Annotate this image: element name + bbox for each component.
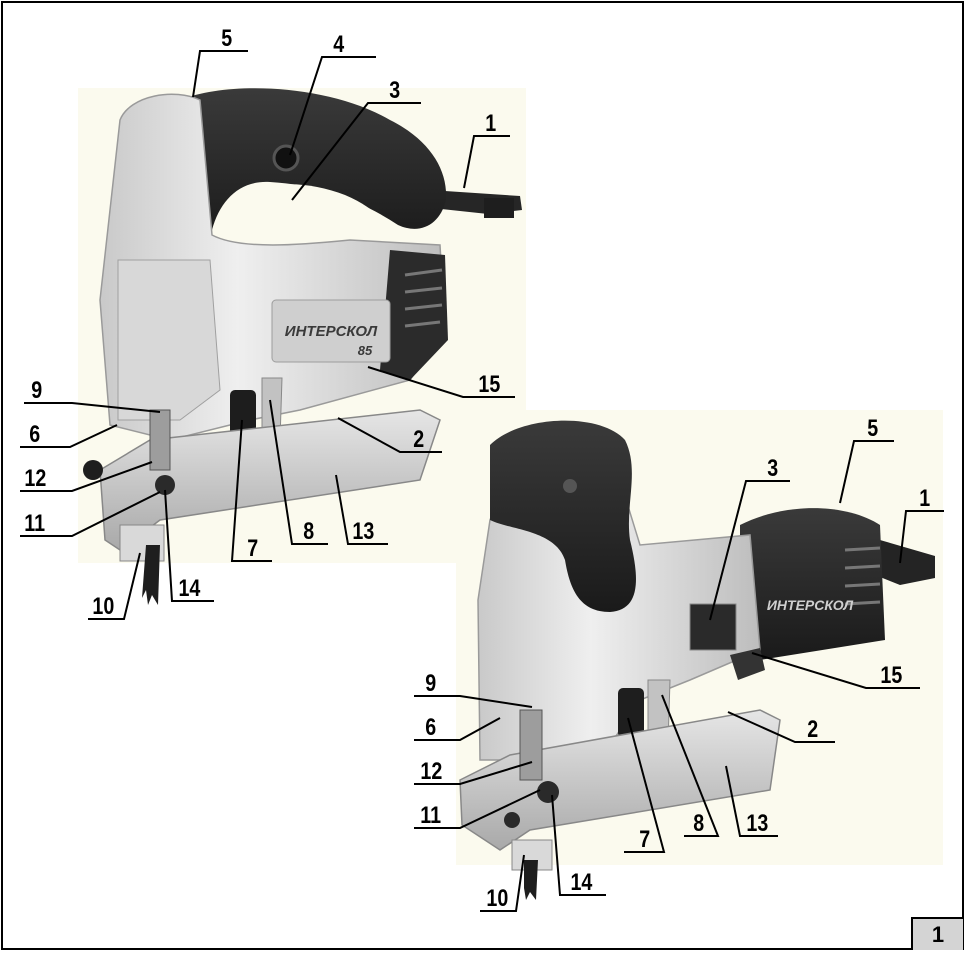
right-callout: 5 (867, 414, 878, 441)
left-callout: 7 (247, 534, 258, 561)
left-callout: 11 (24, 509, 45, 536)
right-power-cord (875, 540, 935, 585)
right-callout: 14 (570, 868, 593, 895)
left-blade-guard (119, 524, 165, 562)
right-callout: 10 (486, 884, 508, 911)
left-model-text: 85 (358, 343, 373, 358)
left-pendulum-lever (230, 390, 256, 436)
left-motor-vents (380, 250, 448, 380)
right-roller (537, 781, 559, 803)
right-callout: 8 (693, 809, 704, 836)
right-callout: 7 (639, 825, 650, 852)
left-callout: 3 (389, 76, 400, 103)
left-saw-blade (142, 545, 160, 605)
left-callout: 1 (485, 109, 496, 136)
right-brand-text: ИНТЕРСКОЛ (767, 597, 854, 613)
left-callouts: 5 4 3 1 9 6 12 11 10 14 7 8 13 2 15 (24, 24, 500, 619)
right-base-plate (459, 709, 781, 851)
left-base-plate (99, 409, 441, 551)
left-callout: 5 (221, 24, 232, 51)
right-grip-screw (563, 479, 577, 493)
left-brand-text: ИНТЕРСКОЛ (285, 323, 378, 340)
left-callout: 13 (352, 517, 374, 544)
right-callout: 13 (746, 809, 768, 836)
left-front-cover (117, 259, 221, 421)
left-callout: 10 (92, 592, 114, 619)
left-callout: 15 (478, 370, 500, 397)
left-callout: 12 (24, 464, 46, 491)
right-motor-housing (740, 508, 885, 660)
right-plunger (519, 709, 543, 781)
right-callout: 12 (420, 757, 442, 784)
left-jigsaw: ИНТЕРСКОЛ 85 (78, 88, 526, 605)
left-brand-plate (271, 299, 391, 363)
right-callout: 6 (425, 713, 436, 740)
right-speed-wheel (730, 648, 765, 680)
right-callout: 2 (807, 715, 818, 742)
right-callout: 9 (425, 669, 436, 696)
right-callout: 11 (420, 801, 441, 828)
right-callout: 1 (919, 484, 930, 511)
left-lock-button (272, 144, 300, 172)
left-roller (155, 475, 175, 495)
right-saw-blade (524, 860, 538, 900)
right-barrel-grip (490, 420, 636, 612)
left-callout: 6 (29, 420, 40, 447)
right-callouts: 3 5 1 15 2 9 6 12 11 7 8 13 10 14 (420, 414, 930, 911)
left-callout: 9 (31, 376, 42, 403)
right-pendulum-lever (618, 688, 644, 738)
left-callout: 4 (333, 30, 345, 57)
leader-lines (20, 50, 944, 912)
left-callout: 14 (178, 574, 201, 601)
left-handle-grip (180, 88, 447, 245)
right-callout: 3 (767, 454, 778, 481)
left-callout: 2 (413, 425, 424, 452)
right-callout: 15 (880, 661, 902, 688)
right-blade-clamp (504, 812, 520, 828)
left-callout: 8 (303, 517, 314, 544)
left-dust-port (83, 460, 103, 480)
left-plunger (149, 409, 171, 471)
figure-number-badge: 1 (911, 917, 963, 950)
